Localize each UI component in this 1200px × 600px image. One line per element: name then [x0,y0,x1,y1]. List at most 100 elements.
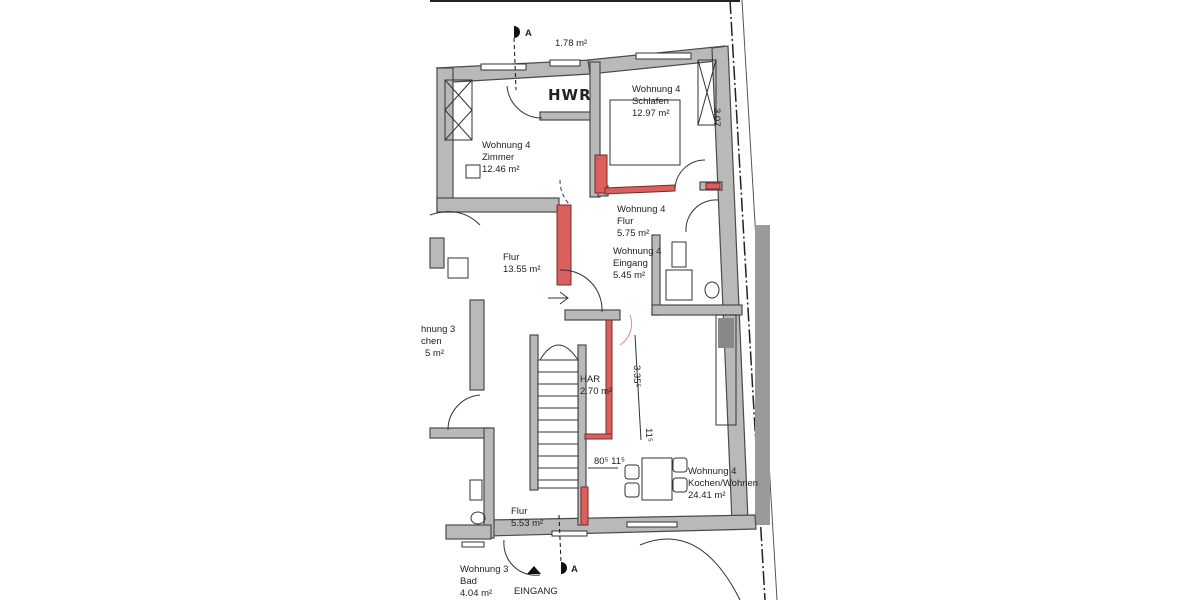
kochen-dimension-vertical: 3.35⁵ [631,365,642,387]
zimmer-area: 12.46 m² [482,164,520,175]
window [551,530,588,537]
stairs [537,344,579,489]
bed [609,99,681,166]
door-swing [619,314,633,346]
entrance-triangle-icon [527,566,541,574]
door-swing [674,159,706,190]
w3-kitchen-unit: hnung 3 [421,324,455,335]
window [635,52,692,60]
red-wall-lower [580,486,589,526]
wall-stair-left [529,334,539,491]
wall-bad-bottom [445,524,492,540]
red-wall-right [705,182,721,190]
zimmer-room: Zimmer [482,152,514,163]
flur-w4-unit: Wohnung 4 [617,204,665,215]
wall-hwr-bottom [539,111,596,121]
wall-w3-kitchen [469,299,485,391]
stair-steps [538,371,578,481]
schlafen-area: 12.97 m² [632,108,670,119]
eingang-room: Eingang [613,258,648,269]
window [480,63,527,71]
chair [672,457,688,473]
red-wall-har-bottom [584,433,613,440]
section-arrow-icon [514,26,520,38]
chair [624,464,640,480]
door-swing [685,199,719,233]
w3-kitchen-area: 5 m² [425,348,444,359]
wall-bad-top [429,427,491,439]
wall-schlafen-left [589,61,601,198]
shower [665,269,693,301]
door-swing [559,179,571,206]
desk-chair [465,164,481,179]
doors [429,85,719,576]
wall-zimmer-bottom [436,197,560,213]
chair [672,477,688,493]
window [461,541,485,548]
flur-lower-room: Flur [511,506,527,517]
bad-w3-area: 4.04 m² [460,588,492,599]
har-room: HAR [580,374,600,385]
door-swing [503,539,541,576]
neighbor-wall [755,225,770,525]
kochen-dimension-horizontal: 80⁵ 11⁵ [594,456,625,467]
w3-kitchen-room: chen [421,336,442,347]
schlafen-room: Schlafen [632,96,669,107]
kitchen-sink [718,318,734,348]
eingang-unit: Wohnung 4 [613,246,661,257]
arrow-icon [548,291,569,305]
red-wall-schlafen [594,154,608,194]
door-swing [447,394,481,431]
chair [624,482,640,498]
wardrobe-schlafen [697,59,717,126]
schlafen-unit: Wohnung 4 [632,84,680,95]
property-line-right [729,0,766,600]
section-line [558,514,562,563]
schlafen-dimension: 3.07 [711,108,722,127]
walls [429,45,757,540]
staircase [537,359,579,489]
bad-w3-unit: Wohnung 3 [460,564,508,575]
door-swing [429,211,481,226]
kitchen-counter [715,314,737,426]
hwr-area: 1.78 m² [555,38,587,49]
sink-w3 [469,479,483,501]
flur-main-area: 13.55 m² [503,264,541,275]
toilet [704,281,720,299]
kochen-area: 24.41 m² [688,490,726,501]
hwr-label: HWR [548,86,592,104]
flur-lower-area: 5.53 m² [511,518,543,529]
section-marker-bottom: A [558,514,578,575]
kochen-unit: Wohnung 4 [688,466,736,477]
flur-w4-area: 5.75 m² [617,228,649,239]
stair-arc [539,344,579,361]
section-arrow-icon [561,562,567,574]
flur-w4-room: Flur [617,216,633,227]
section-line [513,37,517,91]
wardrobe-zimmer [444,79,473,141]
kochen-room: Kochen/Wohnen [688,478,758,489]
red-wall-har [605,319,613,439]
section-label: A [525,28,532,39]
door-swing [506,85,543,119]
site-curve [639,538,741,600]
wall-kitchen-top [651,304,743,316]
kochen-dimension-small: 11⁵ [643,428,654,442]
windows [461,52,692,548]
dimension-line [634,334,642,441]
stove-w3 [447,257,469,279]
red-wall-schlafen-bottom [604,184,676,195]
wall-w3-left [429,237,445,269]
dining-table [641,457,673,501]
wall-har-top [564,309,621,321]
door-swing [559,269,603,313]
zimmer-unit: Wohnung 4 [482,140,530,151]
section-label: A [571,564,578,575]
new-walls [556,154,721,526]
window [549,59,581,67]
eingang-area: 5.45 m² [613,270,645,281]
red-wall-flur [556,204,572,286]
entrance-label: EINGANG [514,586,558,597]
har-area: 2.70 m² [580,386,612,397]
